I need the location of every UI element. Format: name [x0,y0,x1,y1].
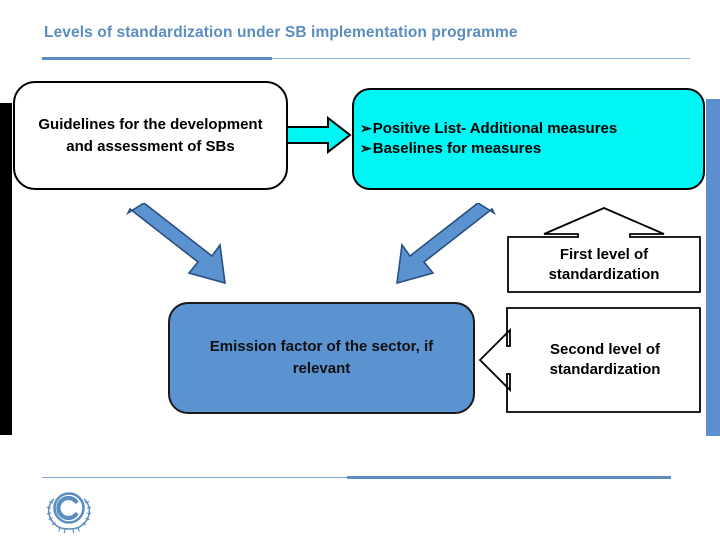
list-item-label: Baselines for measures [372,140,542,157]
unfccc-logo [43,487,95,534]
first-level-callout-label: First level of standardization [548,245,660,283]
emission-factor-box[interactable]: Emission factor of the sector, if releva… [168,302,475,414]
guidelines-box-label: Guidelines for the development and asses… [38,115,263,155]
title-rule-accent [42,57,272,60]
list-item: ➢ Baselines for measures [360,139,703,159]
list-item-label: Positive List- Additional measures [372,119,618,137]
emission-factor-box-label: Emission factor of the sector, if releva… [209,338,434,377]
positive-list-box[interactable]: ➢ Positive List- Additional measures ➢ B… [352,88,705,190]
footer-rule-accent [347,476,671,479]
right-edge-bar [706,99,720,436]
guidelines-box[interactable]: Guidelines for the development and asses… [13,81,288,190]
down-left-arrow-icon [388,202,498,288]
second-level-callout[interactable]: Second level of standardization [478,306,702,414]
arrow-bullet-icon: ➢ [360,119,372,136]
page-title: Levels of standardization under SB imple… [44,24,518,41]
arrow-bullet-icon: ➢ [360,140,372,156]
title-rule-light [272,58,690,59]
list-item: ➢ Positive List- Additional measures [360,119,703,139]
first-level-callout[interactable]: First level of standardization [506,206,702,294]
down-right-arrow-icon [124,202,234,288]
left-edge-bar [0,103,12,435]
cyan-right-arrow-icon [286,115,352,155]
footer-rule-light [42,477,347,478]
second-level-callout-label: Second level of standardization [549,340,661,378]
